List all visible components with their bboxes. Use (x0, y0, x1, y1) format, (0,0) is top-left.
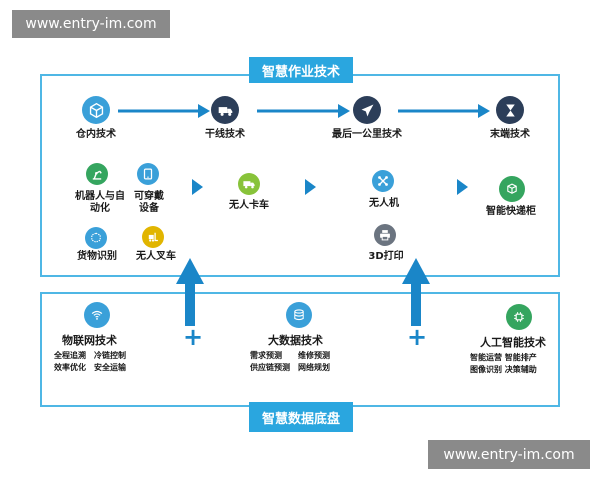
item-smart-locker (499, 176, 525, 202)
item-goods-recognition (85, 227, 107, 249)
cube-icon (82, 96, 110, 124)
top-banner: 智慧作业技术 (249, 57, 353, 83)
flow-label: 末端技术 (490, 129, 530, 140)
flow-triangle-3 (457, 179, 468, 195)
flow-triangle-2 (305, 179, 316, 195)
item-label: 机器人与自动化 (75, 191, 125, 214)
truck-icon (211, 96, 239, 124)
locker-icon (499, 176, 525, 202)
item-unmanned-truck (238, 173, 260, 195)
item-label: 无人机 (369, 198, 399, 209)
database-icon (286, 302, 312, 328)
pillar-line: 智能运营 智能排产 (470, 353, 537, 362)
item-robot-automation (76, 163, 108, 185)
chip-icon (506, 304, 532, 330)
forklift-icon (142, 226, 164, 248)
item-label: 智能快递柜 (486, 206, 536, 217)
flow-node-warehouse: 仓内技术 (56, 96, 136, 141)
drone-icon (372, 170, 394, 192)
item-label: 3D打印 (368, 251, 404, 262)
bottom-banner: 智慧数据底盘 (249, 402, 353, 432)
pillar-line: 效率优化 安全运输 (54, 363, 126, 372)
watermark-bottom: www.entry-im.com (428, 440, 590, 469)
flow-node-lastmile: 最后一公里技术 (327, 96, 407, 141)
flow-node-terminal: 末端技术 (470, 96, 550, 141)
flow-label: 最后一公里技术 (332, 129, 402, 140)
hourglass-icon (496, 96, 524, 124)
airplane-icon (353, 96, 381, 124)
item-label: 无人叉车 (136, 251, 176, 262)
plus-sign-1: + (183, 323, 204, 351)
robot-arm-icon (86, 163, 108, 185)
item-drone (372, 170, 394, 192)
tablet-icon (137, 163, 159, 185)
item-label: 可穿戴设备 (134, 191, 164, 214)
pillar-title: 人工智能技术 (480, 336, 546, 349)
wifi-icon (84, 302, 110, 328)
pillar-title: 物联网技术 (62, 334, 117, 347)
pillar-ai: 人工智能技术 智能运营 智能排产 图像识别 决策辅助 (470, 304, 560, 376)
flow-node-trunk: 干线技术 (185, 96, 265, 141)
pillar-iot: 物联网技术 全程追溯 冷链控制 效率优化 安全运输 (54, 302, 164, 374)
pillar-line: 全程追溯 冷链控制 (54, 351, 126, 360)
item-label: 无人卡车 (229, 200, 269, 211)
item-wearables (137, 163, 159, 185)
pillar-line: 图像识别 决策辅助 (470, 365, 537, 374)
flow-label: 仓内技术 (76, 129, 116, 140)
item-label: 货物识别 (77, 251, 117, 262)
flow-label: 干线技术 (205, 129, 245, 140)
truck-icon (238, 173, 260, 195)
watermark-top: www.entry-im.com (12, 10, 170, 38)
item-3d-printing (374, 224, 396, 246)
item-forklift (142, 226, 164, 248)
pillar-line: 供应链预测 网络规划 (250, 363, 330, 372)
printer-icon (374, 224, 396, 246)
plus-sign-2: + (407, 323, 428, 351)
box-scan-icon (85, 227, 107, 249)
pillar-big-data: 大数据技术 需求预测 维修预测 供应链预测 网络规划 (250, 302, 360, 374)
pillar-title: 大数据技术 (268, 334, 323, 347)
flow-triangle-1 (192, 179, 203, 195)
pillar-line: 需求预测 维修预测 (250, 351, 330, 360)
